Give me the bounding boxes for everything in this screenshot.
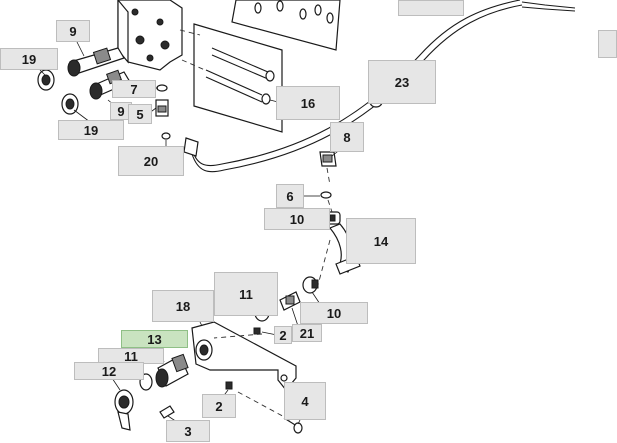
fitting-8 [319,151,337,167]
callout-11-upper[interactable]: 11 [214,272,278,316]
nut-2-lower [225,381,233,390]
callout-13[interactable]: 13 [121,330,188,348]
mounting-plate [231,0,341,51]
callout-7[interactable]: 7 [112,80,156,98]
callout-16[interactable]: 16 [276,86,340,120]
callout-2-lower[interactable]: 2 [202,394,236,418]
callout-top-cut-b[interactable] [598,30,617,58]
callout-21[interactable]: 21 [292,324,322,342]
clamp-10-lower [302,276,319,294]
callout-10-lower[interactable]: 10 [300,302,368,324]
leader-14-10 [317,239,331,286]
o-ring-6 [320,191,332,199]
callout-top-cut-a[interactable] [398,0,464,16]
bolt-3 [159,405,175,419]
callout-19-lower[interactable]: 19 [58,120,124,140]
dash-bolt-4 [237,391,291,421]
coupler-13 [155,353,189,388]
dust-cap-upper [37,69,55,91]
nut-2-upper [253,327,261,335]
callout-5[interactable]: 5 [128,104,152,124]
o-ring-20 [161,132,171,140]
fitting-21 [279,291,301,311]
callout-20[interactable]: 20 [118,146,184,176]
callout-9-upper[interactable]: 9 [56,20,90,42]
callout-14[interactable]: 14 [346,218,416,264]
valve-block [117,0,183,71]
callout-10-upper[interactable]: 10 [264,208,330,230]
fitting-5 [155,84,169,117]
dust-cap-lower [61,93,79,115]
callout-8[interactable]: 8 [330,122,364,152]
bolts-16 [179,23,283,133]
callout-19-upper[interactable]: 19 [0,48,58,70]
callout-18[interactable]: 18 [152,290,214,322]
bolt-4 [283,417,303,434]
bracket-18 [191,321,297,391]
dust-cap-12 [114,389,134,431]
dash-bracket [213,333,263,339]
leader-6-10 [327,199,333,213]
callout-6[interactable]: 6 [276,184,304,208]
leader-8-6 [326,167,331,186]
callout-4[interactable]: 4 [284,382,326,420]
callout-23[interactable]: 23 [368,60,436,104]
callout-2-upper[interactable]: 2 [274,326,292,344]
callout-3[interactable]: 3 [166,420,210,442]
callout-12[interactable]: 12 [74,362,144,380]
coupler-upper [67,47,125,77]
